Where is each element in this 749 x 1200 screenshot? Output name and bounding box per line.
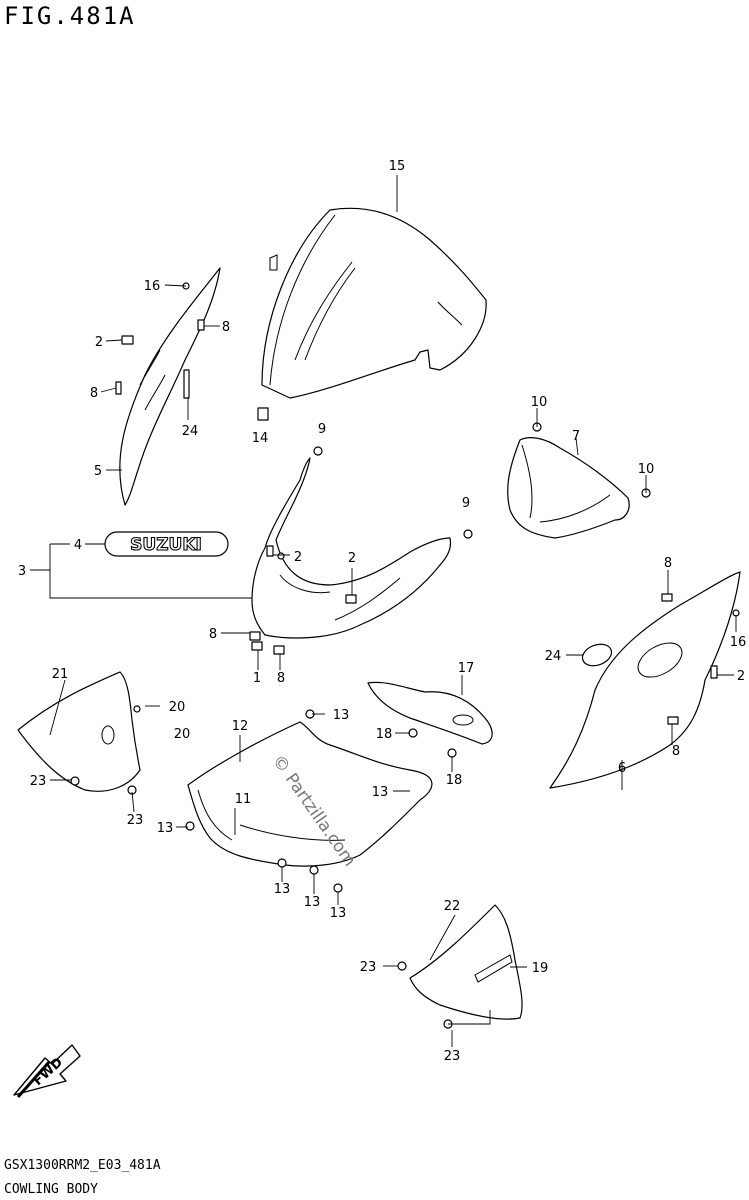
callout-23: 23 <box>444 1049 461 1064</box>
callout-8: 8 <box>222 320 230 335</box>
callout-11: 11 <box>235 792 252 807</box>
callout-9: 9 <box>318 422 326 437</box>
callout-22: 22 <box>444 899 461 914</box>
callout-14: 14 <box>252 431 269 446</box>
part-under-cover-right[interactable] <box>409 904 523 1020</box>
callout-10: 10 <box>531 395 548 410</box>
callout-24: 24 <box>182 424 199 439</box>
callout-23: 23 <box>30 774 47 789</box>
part-side-visor[interactable] <box>119 267 221 506</box>
callout-13: 13 <box>274 882 291 897</box>
callout-18: 18 <box>446 773 463 788</box>
callout-2: 2 <box>737 669 745 684</box>
fwd-arrow-icon: FWD <box>13 1044 81 1098</box>
callout-3: 3 <box>18 564 26 579</box>
part-inner-panel[interactable] <box>507 437 630 539</box>
callout-8: 8 <box>672 744 680 759</box>
leader-lines <box>30 175 737 1047</box>
callout-23: 23 <box>127 813 144 828</box>
callout-15: 15 <box>389 159 406 174</box>
callout-16: 16 <box>730 635 747 650</box>
callout-9: 9 <box>462 496 470 511</box>
callout-13: 13 <box>372 785 389 800</box>
part-side-cowling[interactable] <box>549 571 741 789</box>
figure-title: FIG.481A <box>4 2 136 30</box>
part-upper-cowling[interactable] <box>251 457 452 639</box>
part-bracket[interactable] <box>367 681 493 745</box>
callout-13: 13 <box>333 708 350 723</box>
callout-12: 12 <box>232 719 249 734</box>
callout-2: 2 <box>294 550 302 565</box>
callout-24: 24 <box>545 649 562 664</box>
callout-7: 7 <box>572 429 580 444</box>
callout-17: 17 <box>458 661 475 676</box>
callout-8: 8 <box>90 386 98 401</box>
callout-20: 20 <box>169 700 186 715</box>
callout-8: 8 <box>209 627 217 642</box>
callout-2: 2 <box>348 551 356 566</box>
fasteners <box>70 282 740 1029</box>
callout-5: 5 <box>94 464 102 479</box>
callout-21: 21 <box>52 667 69 682</box>
callout-23: 23 <box>360 960 377 975</box>
callout-4: 4 <box>74 538 82 553</box>
callout-8: 8 <box>277 671 285 686</box>
figure-code: GSX1300RRM2_E03_481A <box>4 1158 161 1173</box>
callout-2: 2 <box>95 335 103 350</box>
emblem-text: SUZUKI <box>130 535 202 555</box>
callout-18: 18 <box>376 727 393 742</box>
callout-13: 13 <box>157 821 174 836</box>
callout-13: 13 <box>304 895 321 910</box>
callout-20: 20 <box>174 727 191 742</box>
callout-13: 13 <box>330 906 347 921</box>
callout-numbers: 15 16 8 2 8 24 14 5 9 4 3 2 2 8 1 8 9 10… <box>18 159 746 1064</box>
callout-19: 19 <box>532 961 549 976</box>
callout-16: 16 <box>144 279 161 294</box>
callout-6: 6 <box>618 761 626 776</box>
callout-1: 1 <box>253 671 261 686</box>
part-suzuki-emblem[interactable]: SUZUKI <box>104 531 229 557</box>
part-lower-cowling[interactable] <box>187 721 433 867</box>
part-windscreen[interactable] <box>261 207 487 399</box>
figure-name: COWLING BODY <box>4 1182 98 1197</box>
callout-8: 8 <box>664 556 672 571</box>
callout-10: 10 <box>638 462 655 477</box>
